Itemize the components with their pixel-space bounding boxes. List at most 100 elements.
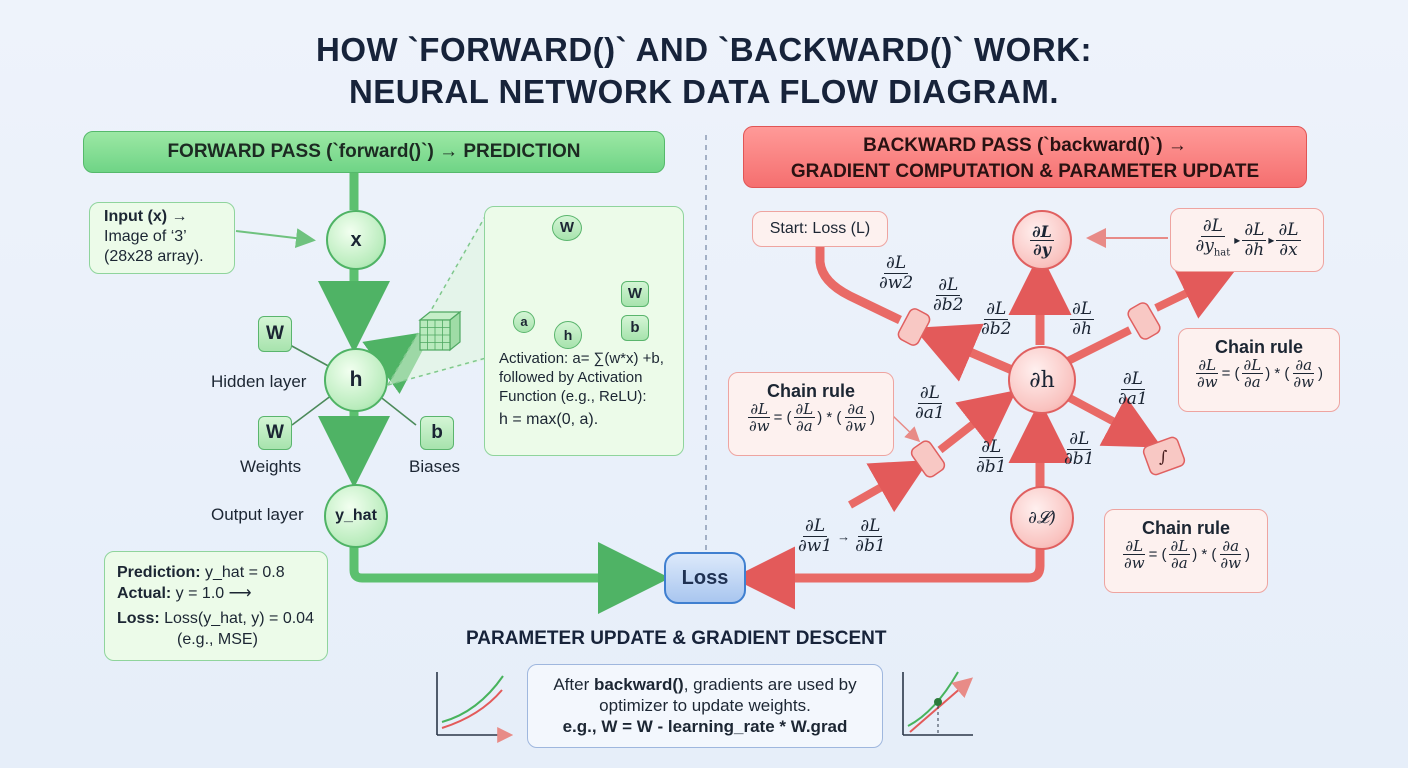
activation-line-4: h = max(0, a). <box>499 411 599 428</box>
backward-banner-line-1: BACKWARD PASS (`backward()`) → <box>863 135 1187 156</box>
chain-rule-title-left: Chain rule <box>766 381 855 401</box>
grad-b1-label-a: ∂L∂b1 <box>974 438 1009 477</box>
cr-right-lhs-num: ∂L <box>1196 356 1219 374</box>
input-callout-line-1: Input (x) → <box>104 208 188 225</box>
grad-b1b-num: ∂L <box>1067 429 1092 450</box>
grad-w1-n1: ∂L <box>803 516 828 537</box>
grad-node-dh[interactable]: ∂h <box>1008 346 1076 414</box>
activation-line-3: Function (e.g., ReLU): <box>499 388 647 405</box>
activation-callout: W W b a h Activation: a= ∑(w*x) +b, foll… <box>484 206 684 456</box>
weight-box-top: W <box>258 316 292 352</box>
cr-left-lhs-den: ∂w <box>748 417 770 435</box>
input-callout-line-3: (28x28 array). <box>104 248 204 265</box>
grad-w1-d2: ∂b1 <box>855 536 886 556</box>
grad-a1a-num: ∂L <box>917 383 942 404</box>
cr-bottom-mid-num: ∂L <box>1168 537 1191 555</box>
backward-pass-banner: BACKWARD PASS (`backward()`) → GRADIENT … <box>743 126 1307 188</box>
forward-pass-banner: FORWARD PASS (`forward()`) → PREDICTION <box>83 131 665 173</box>
chain-top-n3: ∂L <box>1276 219 1301 241</box>
chain-rule-callout-right: Chain rule ∂L∂w = ( ∂L∂a ) * ( ∂a∂w ) <box>1178 328 1340 412</box>
output-node-yhat[interactable]: y_hat <box>324 484 388 548</box>
cr-left-rhs-num: ∂a <box>845 400 867 418</box>
cr-bottom-lhs-den: ∂w <box>1123 554 1145 572</box>
output-layer-label: Output layer <box>211 505 304 524</box>
prediction-callout: Prediction: y_hat = 0.8 Actual: y = 1.0 … <box>104 551 328 661</box>
svg-text:∫: ∫ <box>1159 447 1167 466</box>
grad-h-den: ∂h <box>1072 319 1092 339</box>
mini-net-w-top: W <box>552 215 582 241</box>
grad-node-loss[interactable]: ∂𝓛) <box>1010 486 1074 550</box>
weights-label: Weights <box>240 457 302 476</box>
chain-rule-title-bottom: Chain rule <box>1141 518 1230 538</box>
grad-b2a-den: ∂b2 <box>933 295 964 315</box>
cr-left-mid-num: ∂L <box>793 400 816 418</box>
backward-banner-line-2: GRADIENT COMPUTATION & PARAMETER UPDATE <box>790 161 1260 182</box>
grad-w1-d1: ∂w1 <box>798 536 833 556</box>
cr-right-lhs-den: ∂w <box>1196 373 1218 391</box>
grad-w1-label: ∂L∂w1 → ∂L∂b1 <box>798 516 886 556</box>
cr-right-mid-num: ∂L <box>1241 356 1264 374</box>
loss-note: (e.g., MSE) <box>177 631 258 648</box>
update-line-1-post: , gradients are used by <box>683 675 857 694</box>
grad-node-dy-num: ∂L <box>1030 221 1054 241</box>
title-line-1: HOW `FORWARD()` AND `BACKWARD()` WORK: <box>315 31 1092 68</box>
chain-rule-title-right: Chain rule <box>1214 337 1303 357</box>
title-line-2: NEURAL NETWORK DATA FLOW DIAGRAM. <box>348 73 1060 110</box>
grad-h-label: ∂L∂h <box>1070 299 1095 339</box>
biases-label: Biases <box>409 457 461 476</box>
grad-a1b-num: ∂L <box>1120 369 1145 390</box>
cr-left-mid-den: ∂a <box>796 417 813 435</box>
cr-right-mid-den: ∂a <box>1244 373 1261 391</box>
grad-b1b-den: ∂b1 <box>1064 449 1095 469</box>
hidden-node-h[interactable]: h <box>324 348 388 412</box>
grad-b2b-num: ∂L <box>984 299 1009 320</box>
grad-w2-label: ∂L∂w2 <box>877 254 915 293</box>
grad-a1-label-a: ∂L∂a1 <box>913 384 947 423</box>
mini-net-a-node: a <box>513 311 535 333</box>
update-line-1-key: backward() <box>593 675 684 694</box>
mini-net-w-right: W <box>621 281 649 307</box>
mini-net-h-node: h <box>554 321 582 349</box>
descent-chart-right <box>902 671 974 736</box>
chain-top-d2: ∂h <box>1244 239 1265 260</box>
grad-a1b-den: ∂a1 <box>1118 389 1148 409</box>
cr-bottom-lhs-num: ∂L <box>1123 537 1146 555</box>
update-callout: After backward(), gradients are used by … <box>527 664 883 748</box>
grad-w1-n2: ∂L <box>858 516 883 537</box>
grad-b1a-num: ∂L <box>979 437 1004 458</box>
chain-top-sub1: hat <box>1213 247 1231 259</box>
grad-b2-label-a: ∂L∂b2 <box>931 276 966 315</box>
grad-a1a-den: ∂a1 <box>915 403 945 423</box>
update-line-2: optimizer to update weights. <box>599 696 811 715</box>
cr-bottom-mid-den: ∂a <box>1171 554 1188 572</box>
grad-b2a-num: ∂L <box>936 275 961 296</box>
grad-w2-den: ∂w2 <box>879 273 914 293</box>
grad-b2b-den: ∂b2 <box>981 319 1012 339</box>
cr-right-rhs-num: ∂a <box>1293 356 1315 374</box>
actual-value: y = 1.0 ⟶ <box>171 585 252 602</box>
grad-w2-num: ∂L <box>884 253 909 274</box>
chain-rule-callout-left: Chain rule ∂L∂w = ( ∂L∂a ) * ( ∂a∂w ) <box>728 372 894 456</box>
loss-node[interactable]: Loss <box>664 552 746 604</box>
chain-top-d3: ∂x <box>1279 239 1298 260</box>
activation-line-2: followed by Activation <box>499 369 643 386</box>
grad-h-num: ∂L <box>1070 299 1095 320</box>
chain-top-d1: ∂y <box>1195 236 1214 257</box>
chain-top-n2: ∂L <box>1242 219 1267 241</box>
grad-node-dy-den: ∂y <box>1033 239 1051 259</box>
bias-box: b <box>420 416 454 450</box>
start-loss-callout: Start: Loss (L) <box>752 211 888 247</box>
chain-top-callout: ∂L∂yhat ▸ ∂L∂h ▸ ∂L∂x <box>1170 208 1324 272</box>
update-heading: PARAMETER UPDATE & GRADIENT DESCENT <box>466 628 887 649</box>
prediction-key: Prediction: <box>117 564 201 581</box>
loss-value: Loss(y_hat, y) = 0.04 <box>159 610 314 627</box>
grad-b1a-den: ∂b1 <box>976 457 1007 477</box>
weight-box-bottom: W <box>258 416 292 450</box>
grad-node-dy[interactable]: ∂L∂y <box>1012 210 1072 270</box>
input-callout-line-2: Image of ‘3’ <box>104 228 187 245</box>
grad-b1-label-b: ∂L∂b1 <box>1062 430 1097 469</box>
descent-chart-left <box>436 672 514 743</box>
input-node-x[interactable]: x <box>326 210 386 270</box>
hidden-layer-label: Hidden layer <box>211 372 307 391</box>
cr-bottom-rhs-num: ∂a <box>1220 537 1242 555</box>
